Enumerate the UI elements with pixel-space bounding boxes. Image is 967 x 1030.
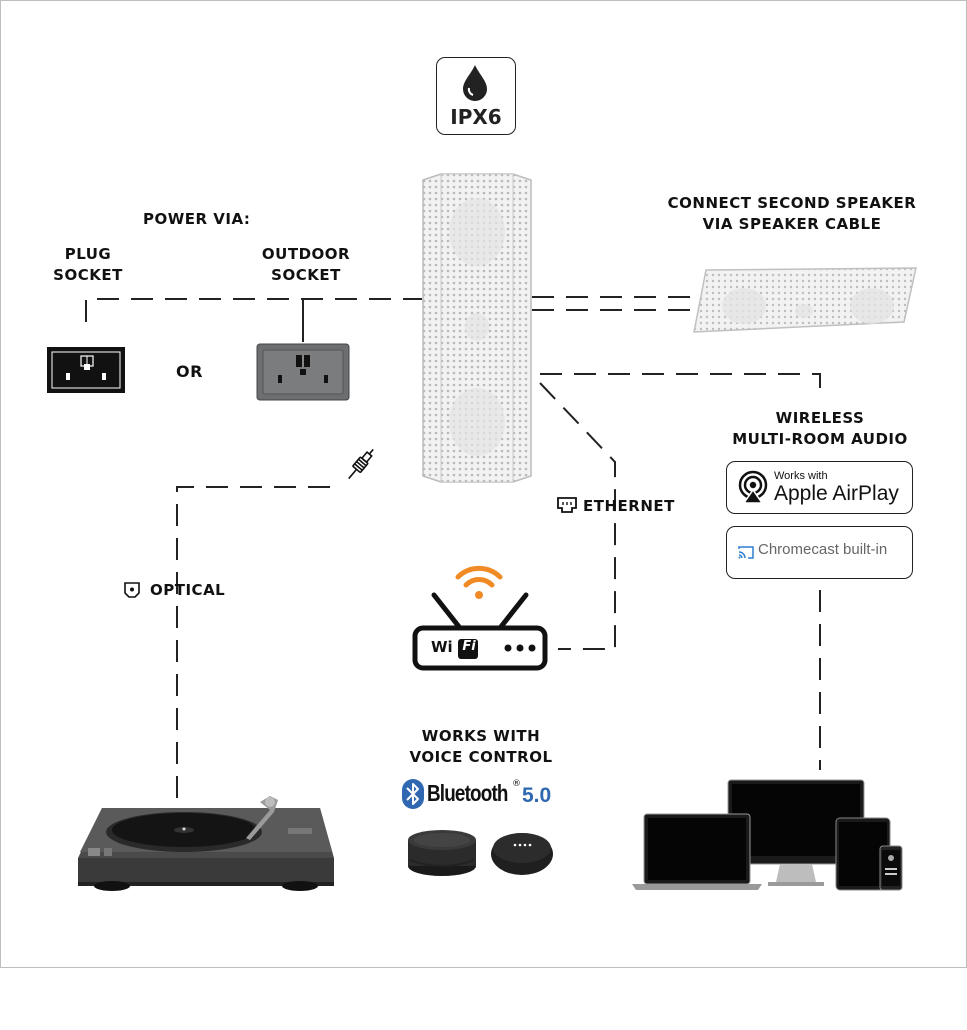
chromecast-name: Chromecast built-in (758, 541, 888, 558)
plug-socket-icon (47, 347, 125, 393)
outdoor-socket-icon (256, 343, 350, 401)
airplay-badge: Works with Apple AirPlay (726, 461, 913, 514)
cast-icon (738, 546, 754, 559)
ethernet-label: ETHERNET (583, 497, 675, 515)
ethernet-icon (557, 497, 577, 513)
devices-icon (632, 779, 903, 891)
bluetooth-version: 5.0 (522, 784, 552, 807)
optical-label: OPTICAL (150, 581, 226, 599)
bluetooth-name: Bluetooth (427, 780, 508, 806)
google-nest-mini-icon (491, 833, 553, 875)
second-speaker-icon (693, 267, 917, 333)
ipx6-badge: IPX6 (436, 57, 516, 135)
bluetooth-icon (402, 779, 424, 809)
bluetooth-reg: ® (512, 779, 521, 789)
chromecast-badge: Chromecast built-in (726, 526, 913, 579)
wifi-logo-text: Wi (431, 638, 453, 656)
wifi-signal-icon (455, 565, 503, 599)
airplay-icon (738, 470, 768, 504)
optical-line (176, 486, 330, 800)
wireless-line (540, 373, 821, 400)
wifi-router: Wi Fi (412, 591, 548, 671)
router-icon (412, 592, 548, 671)
or-label: OR (176, 362, 203, 381)
water-drop-icon (463, 65, 487, 101)
turntable-icon (78, 796, 334, 891)
main-speaker (422, 173, 532, 483)
airplay-works-with: Works with (774, 470, 828, 482)
ipx6-label: IPX6 (450, 105, 502, 129)
power-via-title: POWER VIA: (143, 210, 251, 228)
airplay-name: Apple AirPlay (774, 482, 899, 505)
optical-plug-icon (348, 448, 374, 480)
optical-port-icon (124, 582, 140, 598)
ethernet-line (539, 382, 616, 650)
wifi-logo-box-text: Fi (462, 639, 476, 654)
power-line (85, 298, 422, 322)
echo-dot-icon (408, 830, 476, 876)
